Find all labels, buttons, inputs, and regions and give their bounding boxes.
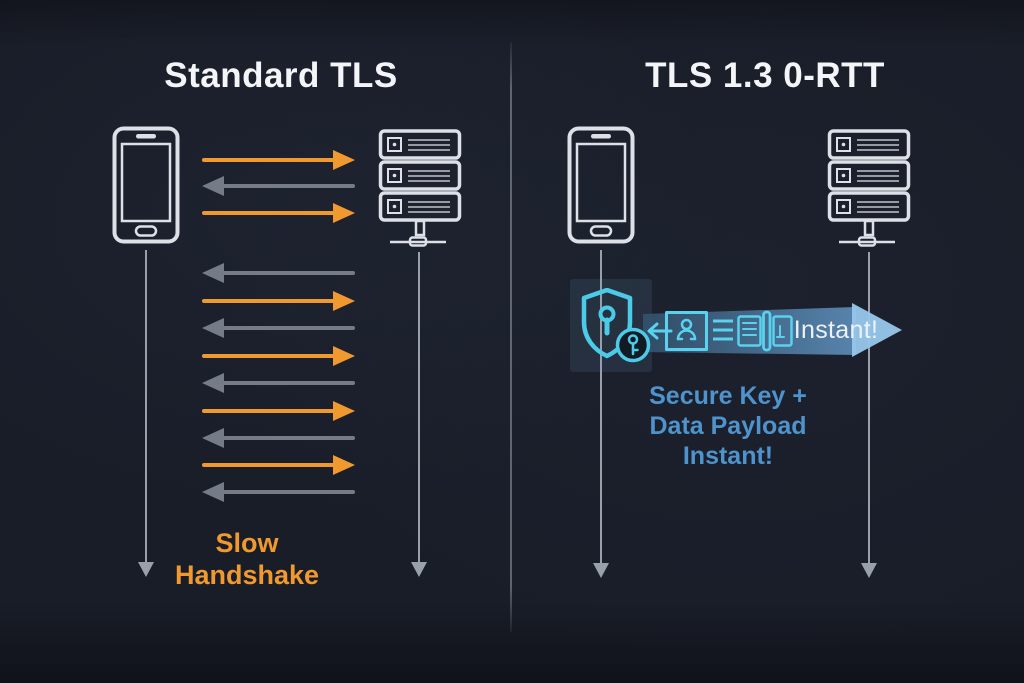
left-panel-title: Standard TLS — [164, 56, 398, 95]
handshake-arrows — [202, 0, 355, 683]
smartphone-icon — [112, 126, 180, 244]
message-arrow-right — [202, 150, 355, 170]
panel-divider — [510, 42, 512, 632]
smartphone-icon — [567, 126, 635, 244]
secure-key-caption-line3: Instant! — [682, 442, 774, 470]
secure-key-caption-line2: Data Payload — [649, 412, 807, 440]
session-ticket-icon — [647, 311, 708, 351]
server-lifeline — [410, 252, 427, 577]
server-rack-icon — [378, 129, 462, 247]
message-arrow-left — [202, 318, 355, 338]
slow-handshake-label: Slow Handshake — [146, 527, 348, 591]
slow-handshake-line2: Handshake — [174, 560, 320, 590]
message-arrow-left — [202, 373, 355, 393]
message-arrow-right — [202, 291, 355, 311]
message-arrow-right — [202, 401, 355, 421]
shield-lock-icon — [581, 288, 651, 363]
data-payload-icon — [737, 310, 793, 352]
secure-key-caption: Secure Key + Data Payload Instant! — [612, 381, 844, 471]
server-rack-icon — [827, 129, 911, 247]
slow-handshake-line1: Slow — [215, 528, 279, 558]
message-arrow-right — [202, 203, 355, 223]
list-lines-icon — [713, 319, 733, 341]
server-lifeline — [860, 252, 877, 578]
client-lifeline — [592, 250, 609, 578]
secure-key-caption-line1: Secure Key + — [649, 382, 807, 410]
key-badge-icon — [615, 327, 651, 363]
message-arrow-left — [202, 263, 355, 283]
instant-banner-arrow — [643, 303, 902, 357]
instant-banner-label: Instant! — [793, 316, 879, 344]
client-lifeline — [137, 250, 154, 577]
message-arrow-right — [202, 346, 355, 366]
right-panel-title: TLS 1.3 0-RTT — [645, 56, 885, 95]
message-arrow-left — [202, 482, 355, 502]
message-arrow-left — [202, 176, 355, 196]
message-arrow-right — [202, 455, 355, 475]
message-arrow-left — [202, 428, 355, 448]
